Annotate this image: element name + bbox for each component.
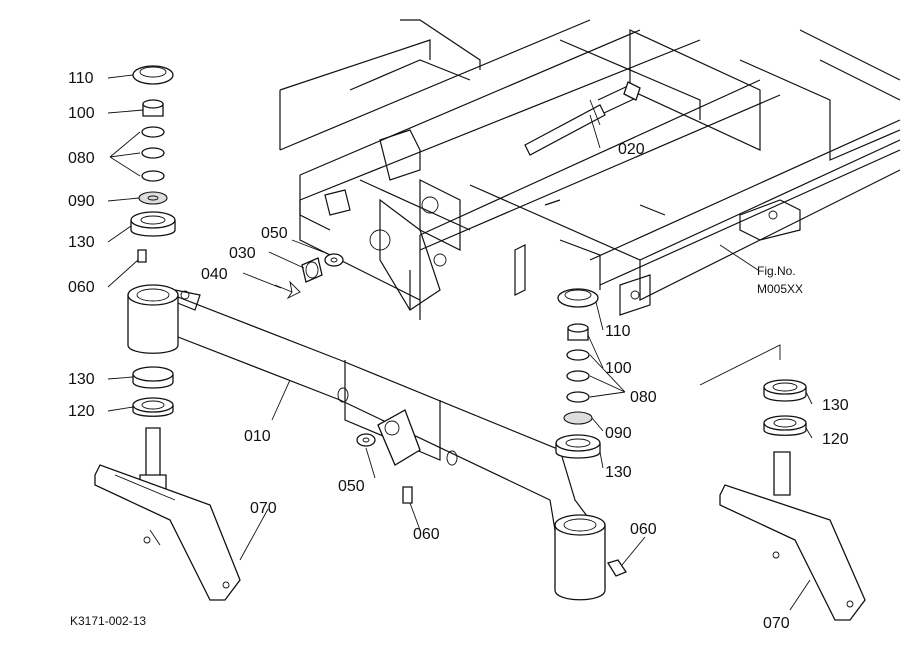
label-060-right: 060 bbox=[630, 521, 657, 538]
label-060-mid: 060 bbox=[413, 526, 440, 543]
label-130-left-bottom: 130 bbox=[68, 371, 95, 388]
leader-lines bbox=[107, 74, 813, 611]
label-090-right: 090 bbox=[605, 425, 632, 442]
front-axle-010 bbox=[127, 284, 606, 601]
label-110-right: 110 bbox=[605, 323, 631, 340]
chassis-frame bbox=[279, 19, 901, 320]
label-060-left: 060 bbox=[68, 279, 95, 296]
label-130-right-top: 130 bbox=[822, 397, 849, 414]
label-030: 030 bbox=[229, 245, 256, 262]
label-070-right: 070 bbox=[763, 615, 790, 632]
right-spindle-070 bbox=[699, 344, 866, 621]
label-010: 010 bbox=[244, 428, 271, 445]
label-050-upper: 050 bbox=[261, 225, 288, 242]
label-110-left: 110 bbox=[68, 70, 94, 87]
label-120-left: 120 bbox=[68, 403, 95, 420]
label-130-left-top: 130 bbox=[68, 234, 95, 251]
left-spindle-070 bbox=[94, 427, 241, 601]
figure-label: Fig.No. bbox=[757, 264, 796, 278]
label-080-right: 080 bbox=[630, 389, 657, 406]
label-050-lower: 050 bbox=[338, 478, 365, 495]
label-100-right: 100 bbox=[605, 360, 632, 377]
label-080-left: 080 bbox=[68, 150, 95, 167]
label-020: 020 bbox=[618, 141, 645, 158]
label-100-left: 100 bbox=[68, 105, 95, 122]
label-130-right-mid: 130 bbox=[605, 464, 632, 481]
label-040: 040 bbox=[201, 266, 228, 283]
drawing-number: K3171-002-13 bbox=[70, 614, 146, 628]
part-labels: 110 100 080 090 130 060 130 120 050 030 … bbox=[68, 70, 849, 632]
right-parts-stack bbox=[555, 288, 626, 459]
figure-code: M005XX bbox=[757, 282, 803, 296]
small-parts bbox=[274, 253, 627, 577]
label-120-right: 120 bbox=[822, 431, 849, 448]
left-parts-stack bbox=[109, 65, 176, 417]
label-090-left: 090 bbox=[68, 193, 95, 210]
pin-020 bbox=[524, 81, 641, 156]
label-070-left: 070 bbox=[250, 500, 277, 517]
